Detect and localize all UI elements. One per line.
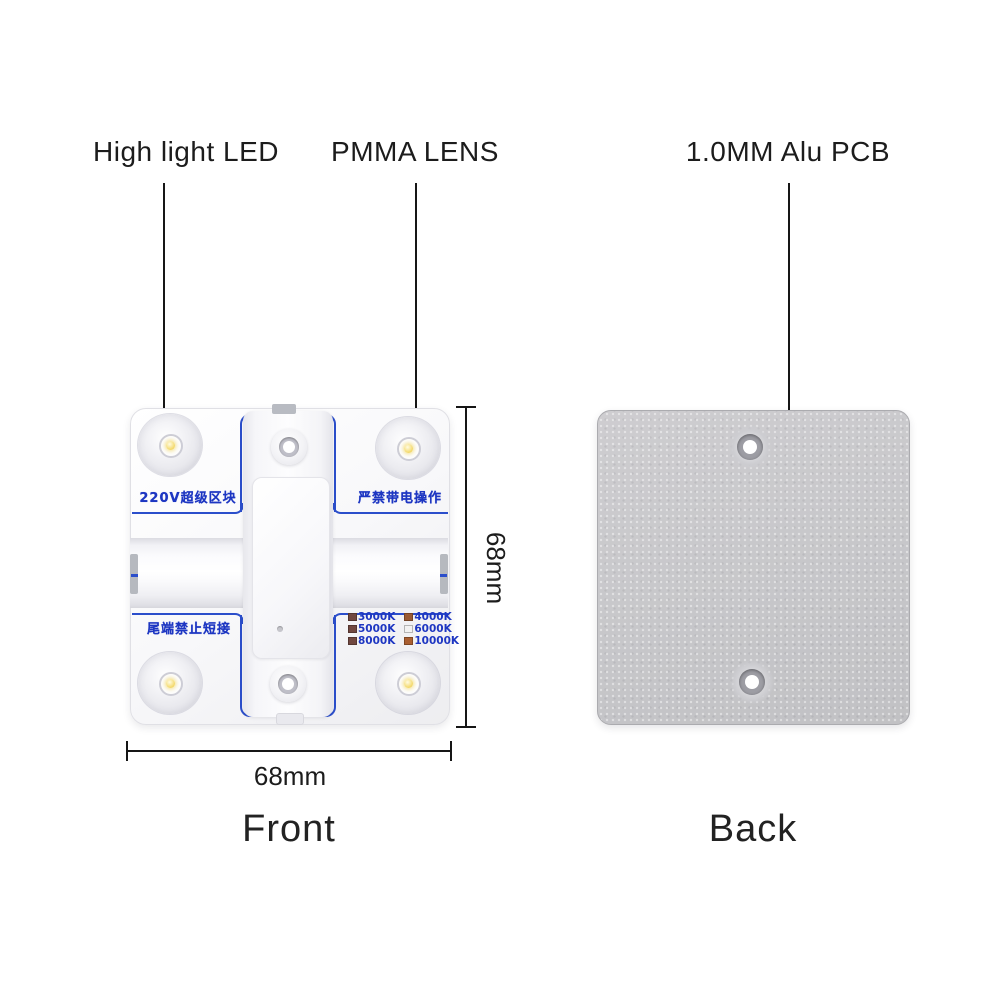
cct-option: 8000K [348, 635, 400, 647]
plate-hole-top [728, 425, 772, 469]
dim-tick-left [126, 741, 128, 761]
label-alu-pcb: 1.0MM Alu PCB [685, 136, 891, 167]
dim-width-value: 68mm [253, 761, 327, 791]
cct-option: 5000K [348, 623, 400, 635]
trace-wing-bottom-right [332, 613, 448, 624]
dim-cap-bottom [456, 726, 476, 728]
pointer-line-lens [415, 183, 417, 449]
front-module: 220V超级区块 严禁带电操作 尾端禁止短接 3000K 4000K 5000K 60… [130, 404, 459, 725]
cct-option-label: 10000K [414, 635, 460, 647]
led-lens-top-left [138, 414, 202, 476]
label-pmma-lens: PMMA LENS [331, 136, 499, 167]
dim-cap-top [456, 406, 476, 408]
bottom-tab [276, 713, 304, 725]
cct-option-label: 3000K [358, 611, 396, 623]
cct-swatch-icon [348, 637, 357, 645]
cct-option-label: 4000K [414, 611, 452, 623]
pointer-line-pcb [788, 183, 790, 432]
cct-option-label: 8000K [358, 635, 396, 647]
cct-option-label: 6000K [414, 623, 452, 635]
dim-line-vertical [465, 407, 467, 727]
pin-hole [277, 626, 283, 632]
cct-swatch-icon [348, 613, 357, 621]
top-tab [272, 404, 296, 414]
cct-option: 3000K [348, 611, 400, 623]
trace-dash-left [131, 574, 138, 577]
dim-height-value: 68mm [481, 531, 511, 605]
plate-hole-bottom [730, 660, 774, 704]
print-220v-block: 220V超级区块 [139, 491, 237, 506]
trace-wing-top-right [332, 503, 448, 514]
led-lens-top-right [376, 417, 440, 479]
pointer-line-led [163, 183, 165, 443]
dim-line-horizontal [127, 750, 452, 752]
cct-option-label: 5000K [358, 623, 396, 635]
caption-front: Front [242, 808, 336, 850]
dim-tick-right [450, 741, 452, 761]
back-module [597, 410, 910, 725]
cct-option: 10000K [404, 635, 464, 647]
led-lens-bottom-left [138, 652, 202, 714]
cct-legend: 3000K 4000K 5000K 6000K 8000K 10000K [348, 611, 464, 647]
caption-back: Back [708, 808, 798, 850]
trace-dash-right [440, 574, 447, 577]
cct-option: 6000K [404, 623, 464, 635]
cct-swatch-icon [404, 613, 414, 621]
print-no-short-circuit: 尾端禁止短接 [146, 622, 231, 637]
center-block [252, 477, 330, 659]
screw-hole-top [271, 429, 307, 465]
print-no-live-operation: 严禁带电操作 [357, 491, 442, 506]
cct-option: 4000K [404, 611, 464, 623]
cct-swatch-icon [404, 637, 414, 645]
cct-swatch-icon [348, 625, 357, 633]
screw-hole-bottom [270, 666, 306, 702]
cct-swatch-icon [404, 625, 414, 633]
label-high-light-led: High light LED [93, 136, 279, 167]
led-lens-bottom-right [376, 652, 440, 714]
